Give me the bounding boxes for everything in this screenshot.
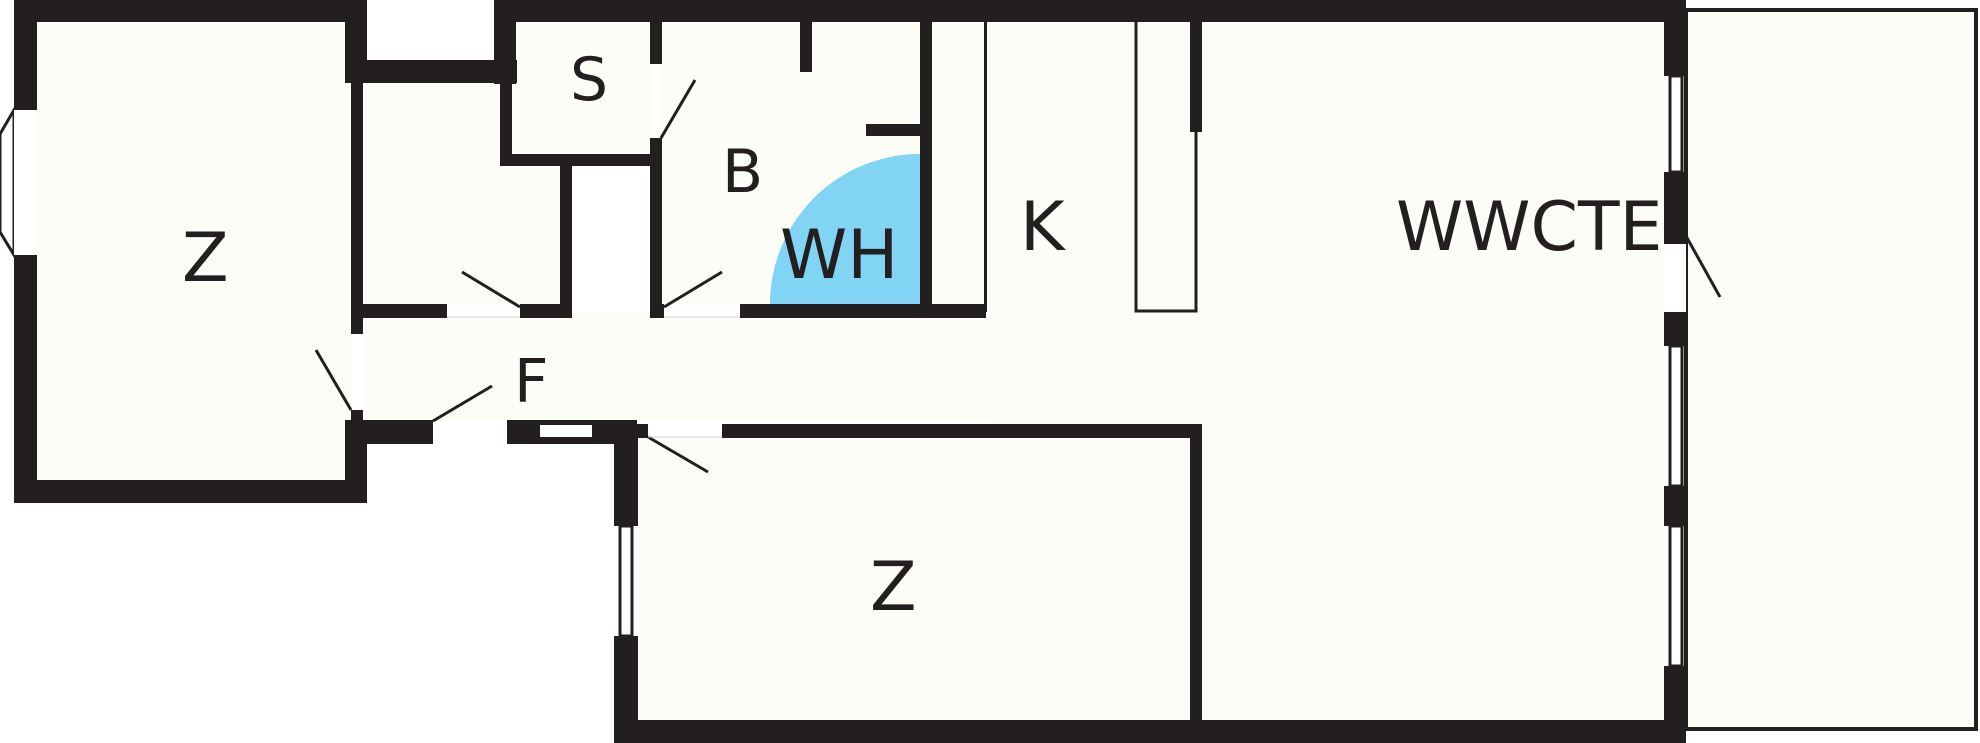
- wall-counter-stub: [1190, 22, 1202, 132]
- windows: [618, 74, 1684, 668]
- wall-right-mid1: [1664, 172, 1686, 244]
- wall-right-upper: [1664, 0, 1686, 76]
- label-room-f: F: [514, 347, 549, 417]
- door-opening-closet: [447, 305, 520, 317]
- wall-z-left-bottom: [14, 480, 367, 503]
- wardrobe-swing-arc: [770, 154, 920, 304]
- wall-right-mid3: [1664, 486, 1686, 526]
- wall-z-bottom-left-upper: [614, 434, 638, 526]
- wall-s-left: [494, 0, 516, 84]
- wall-hall-left: [351, 80, 363, 334]
- door-opening-balcony: [1664, 244, 1686, 312]
- door-opening-z-bottom: [648, 425, 722, 437]
- door-leaf-balcony: [1684, 235, 1722, 298]
- wall-k-right: [984, 22, 987, 312]
- label-room-s: S: [570, 45, 608, 115]
- floor-areas: [37, 12, 1976, 728]
- floor-room-z-left: [37, 22, 357, 480]
- label-room-wwcte: WWCTE: [1396, 188, 1662, 267]
- door-leaves: [314, 79, 1722, 474]
- door-leaf-s: [659, 79, 697, 139]
- wall-b-bottom-right: [740, 304, 986, 318]
- label-room-z-left: Z: [182, 219, 229, 298]
- floor-room-f: [362, 312, 1192, 420]
- wall-s-left-lower: [500, 80, 512, 166]
- wall-z-bottom-left-lower: [614, 636, 638, 743]
- door-leaf-closet: [461, 270, 521, 309]
- wall-z-bottom-right: [1190, 424, 1202, 722]
- room-labels: Z S B WH K WWCTE F Z: [182, 45, 1662, 627]
- wall-z-left-left-lower: [14, 255, 37, 503]
- door-openings: [351, 64, 1686, 443]
- wall-hall-mid-right: [520, 304, 572, 318]
- wall-hall-mid-left: [363, 304, 447, 318]
- door-opening-s: [651, 64, 661, 138]
- wall-s-right-lower: [650, 138, 662, 318]
- wall-connector-top: [345, 60, 517, 83]
- floor-room-z-bottom: [638, 438, 1190, 722]
- window-right-2: [1668, 344, 1684, 488]
- wall-right-mid2: [1664, 312, 1686, 346]
- wall-z-bottom-top-a: [636, 424, 648, 438]
- door-leaf-z-bottom: [647, 435, 709, 474]
- wall-s-bottom: [500, 154, 660, 166]
- bay-window-left: [0, 104, 37, 261]
- wall-z-bottom-top: [722, 424, 1202, 438]
- label-room-z-bottom: Z: [870, 548, 917, 627]
- door-leaf-z-left: [314, 349, 353, 411]
- wall-b-stub: [800, 22, 812, 72]
- label-room-k: K: [1020, 188, 1067, 267]
- label-room-b: B: [722, 137, 763, 207]
- window-right-3: [1668, 524, 1684, 668]
- wall-vent: [540, 425, 592, 437]
- door-leaf-b: [663, 270, 723, 309]
- window-z-bottom-left: [618, 524, 634, 638]
- door-opening-f-bottom: [433, 421, 507, 443]
- door-opening-b: [664, 305, 740, 317]
- wall-closet-divider: [560, 154, 572, 318]
- wall-main-bottom: [614, 720, 1686, 743]
- window-right-1: [1668, 74, 1684, 174]
- floor-room-s: [512, 22, 650, 156]
- label-room-wh: WH: [780, 216, 898, 295]
- floor-balcony: [1686, 12, 1976, 728]
- walls: [14, 0, 1686, 743]
- wall-b-right: [920, 22, 932, 318]
- wall-z-left-top: [14, 0, 367, 22]
- door-opening-z-left: [351, 334, 363, 410]
- wall-f-bottom-left: [351, 420, 433, 444]
- wall-b-bottom-left: [650, 304, 664, 318]
- wall-s-right: [650, 22, 662, 64]
- wall-b-shelf: [866, 124, 920, 136]
- kitchen-counter: [1134, 22, 1198, 313]
- floor-room-k: [930, 22, 990, 312]
- wall-main-top: [494, 0, 1686, 22]
- balcony-outline: [1684, 8, 1978, 731]
- wall-z-left-left-upper: [14, 0, 37, 110]
- door-leaf-f-bottom: [432, 384, 493, 423]
